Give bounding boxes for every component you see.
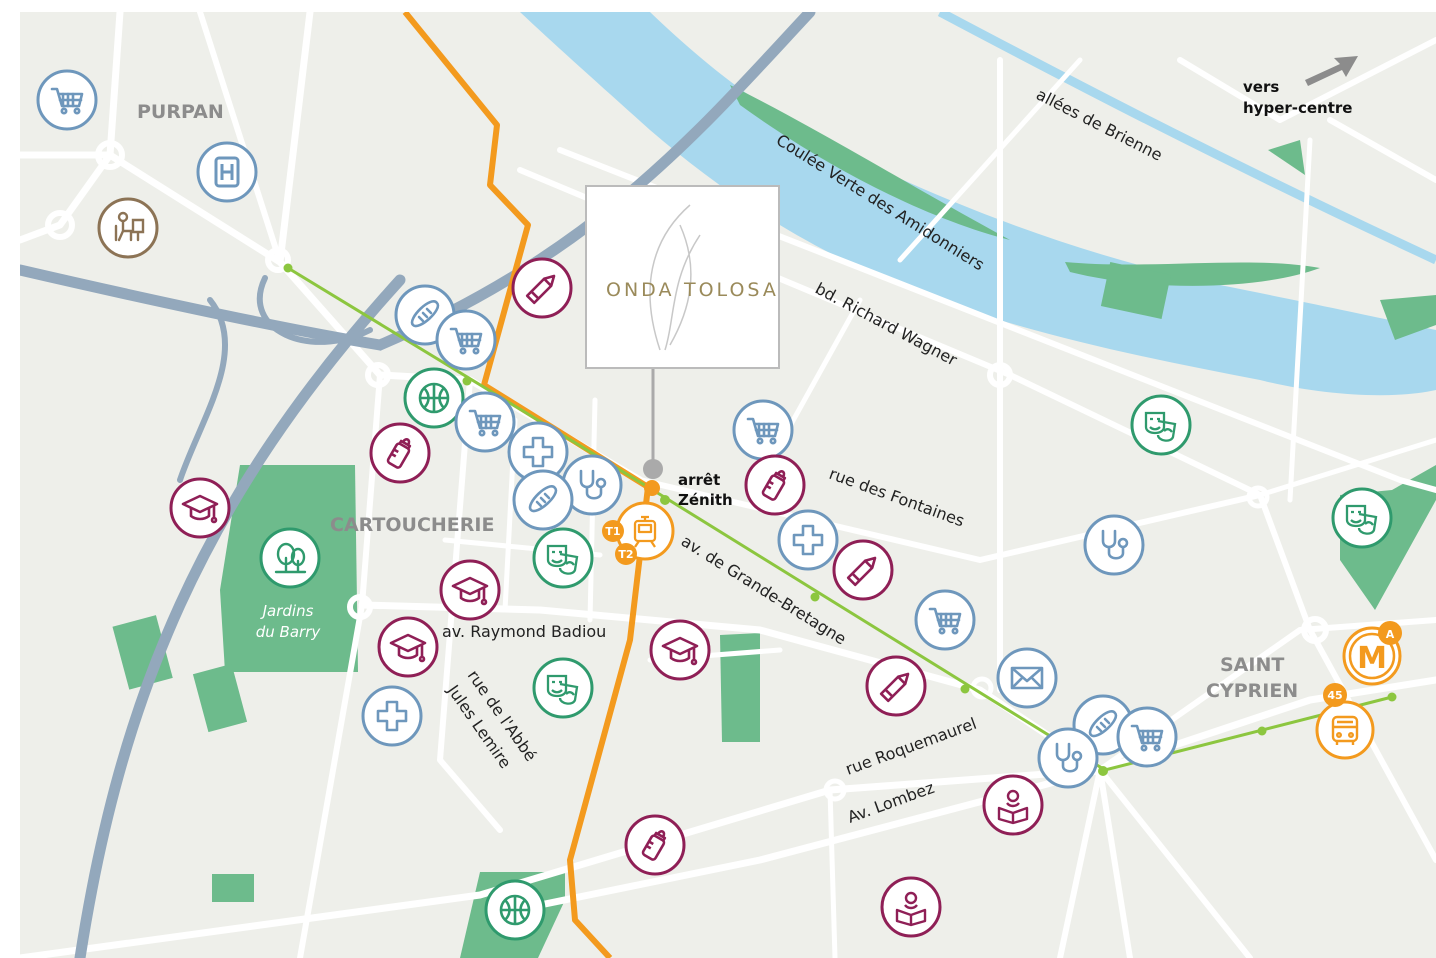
zenith-stop-marker[interactable] [644, 480, 660, 496]
graduation-cap-icon[interactable] [649, 619, 711, 681]
tram-badge-t1: T1 [602, 520, 624, 542]
shopping-cart-icon[interactable] [435, 309, 497, 371]
onda-tolosa-logo[interactable]: ONDA TOLOSA [585, 185, 780, 479]
bread-icon[interactable] [512, 469, 574, 531]
points-of-interest [36, 69, 1393, 941]
graduation-cap-icon[interactable] [169, 477, 231, 539]
theatre-masks-icon[interactable] [1331, 487, 1393, 549]
district-saint-cyprien-1: SAINT [1220, 654, 1284, 676]
tram-badge-t1-label: T1 [605, 525, 620, 538]
direction-label-line2: hyper-centre [1243, 99, 1352, 117]
crayon-icon[interactable] [511, 257, 573, 319]
reading-person-icon[interactable] [880, 876, 942, 938]
bus-line-badge: 45 [1323, 683, 1347, 707]
shopping-cart-icon[interactable] [454, 391, 516, 453]
hospital-icon[interactable] [196, 141, 258, 203]
graduation-cap-icon[interactable] [377, 616, 439, 678]
metro-station-icon[interactable]: M A [1342, 621, 1402, 686]
bus-line-label: 45 [1327, 689, 1342, 702]
tram-line [283, 263, 1397, 776]
baby-bottle-icon[interactable] [624, 814, 686, 876]
district-purpan: PURPAN [137, 101, 224, 123]
basketball-icon[interactable] [403, 367, 465, 429]
direction-label-line1: vers [1243, 78, 1279, 96]
logo-text-right: TOLOSA [683, 279, 779, 301]
envelope-icon[interactable] [996, 647, 1058, 709]
shopping-cart-icon[interactable] [36, 69, 98, 131]
basketball-icon[interactable] [484, 879, 546, 941]
stop-label-line2: Zénith [678, 491, 733, 509]
district-saint-cyprien-2: CYPRIEN [1206, 680, 1298, 702]
parks [112, 85, 1436, 958]
canal [937, 8, 1436, 265]
shopping-cart-icon[interactable] [914, 589, 976, 651]
worker-icon[interactable] [97, 197, 159, 259]
left-margin [0, 0, 20, 958]
direction-arrow-icon [1305, 56, 1358, 86]
crayon-icon[interactable] [832, 539, 894, 601]
top-margin [0, 0, 1436, 12]
logo-text-left: ONDA [606, 279, 674, 301]
metro-letter: M [1357, 641, 1387, 676]
tram-badge-t2: T2 [615, 543, 637, 565]
graduation-cap-icon[interactable] [439, 559, 501, 621]
theatre-masks-icon[interactable] [1130, 394, 1192, 456]
theatre-masks-icon[interactable] [532, 527, 594, 589]
medical-cross-icon[interactable] [777, 509, 839, 571]
metro-line-badge: A [1386, 628, 1395, 641]
bus-stop-icon[interactable] [1315, 700, 1375, 760]
medical-cross-icon[interactable] [361, 685, 423, 747]
stethoscope-icon[interactable] [1037, 727, 1099, 789]
park-label-line2: du Barry [256, 623, 322, 641]
reading-person-icon[interactable] [982, 774, 1044, 836]
shopping-cart-icon[interactable] [732, 399, 794, 461]
shopping-cart-icon[interactable] [1116, 706, 1178, 768]
park-label-line1: Jardins [260, 602, 314, 620]
street-av-badiou: av. Raymond Badiou [442, 622, 606, 641]
theatre-masks-icon[interactable] [532, 657, 594, 719]
tree-icon[interactable] [259, 527, 321, 589]
crayon-icon[interactable] [865, 655, 927, 717]
stethoscope-icon[interactable] [1083, 514, 1145, 576]
tram-badge-t2-label: T2 [618, 548, 633, 561]
district-cartoucherie: CARTOUCHERIE [330, 514, 494, 536]
baby-bottle-icon[interactable] [369, 422, 431, 484]
stop-label-line1: arrêt [678, 471, 720, 489]
baby-bottle-icon[interactable] [744, 454, 806, 516]
